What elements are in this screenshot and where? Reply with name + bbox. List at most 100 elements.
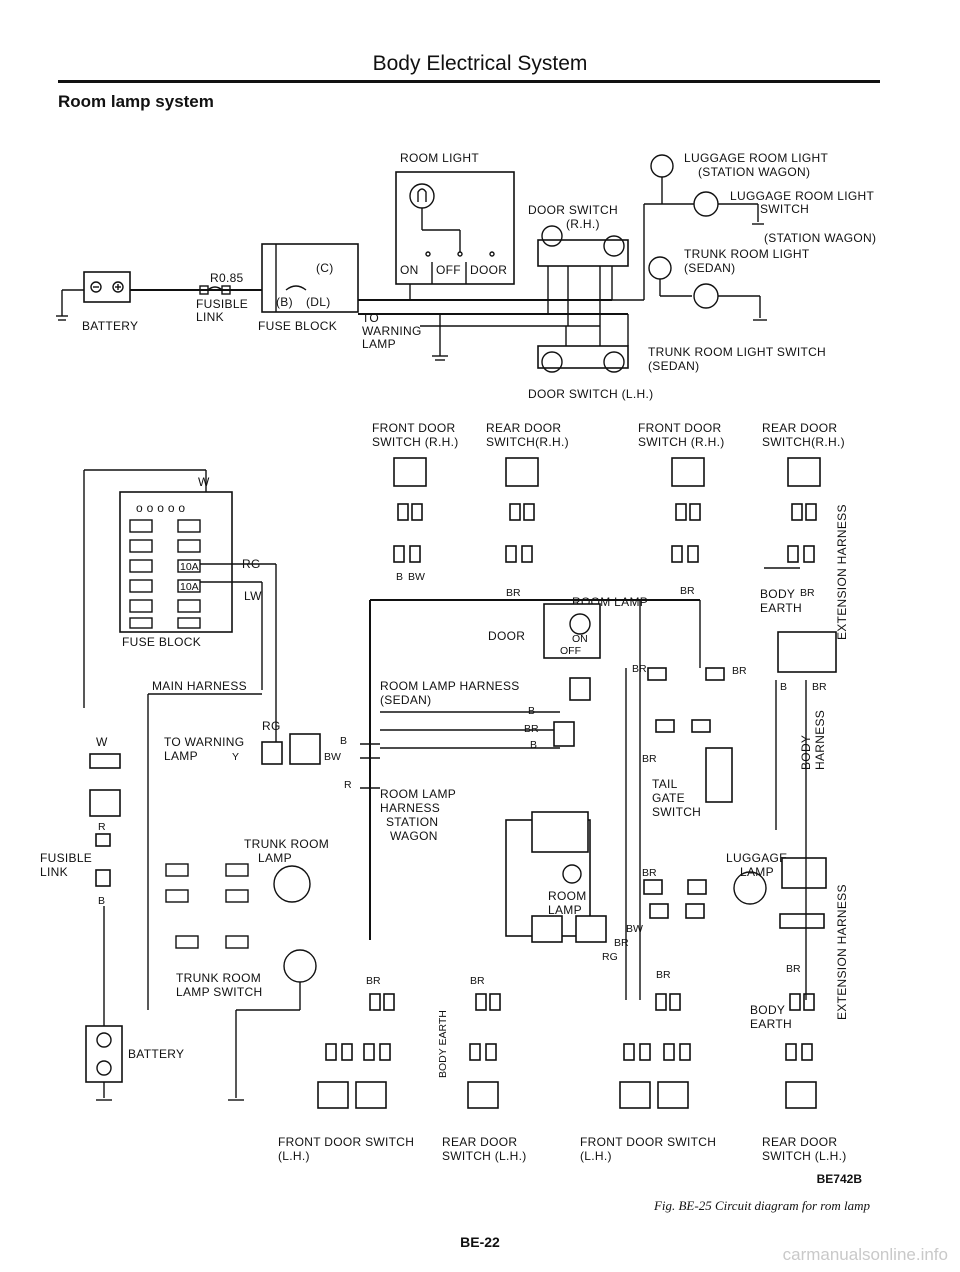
wire-y: Y [232, 751, 239, 763]
vert-code-1: RG [602, 951, 618, 963]
wagon-harness-2: HARNESS [380, 801, 440, 815]
fuse-10a-2: 10A [180, 581, 199, 593]
fuse-10a-1: 10A [180, 561, 199, 573]
door-switch-rh-label-2: (R.H.) [566, 217, 600, 231]
room-lamp-lower-2: LAMP [548, 903, 582, 917]
rear-door-lh-2-label-1: REAR DOOR [762, 1135, 837, 1149]
trunk-lamp-switch-2: LAMP SWITCH [176, 985, 262, 999]
switch-group-rh [393, 457, 821, 563]
trunk-light-symbol [648, 256, 672, 280]
wire-br-13: BR [786, 963, 801, 975]
vert-code-3: BW [626, 923, 643, 935]
trunk-lamp-switch-1: TRUNK ROOM [176, 971, 261, 985]
wire-b-6: B [780, 681, 787, 693]
fusible-link-label-2: LINK [196, 310, 224, 324]
front-door-lh-2-label-1: FRONT DOOR SWITCH [580, 1135, 716, 1149]
wire-br-6: BR [470, 975, 485, 987]
fuse-block-bottom-label: FUSE BLOCK [122, 635, 201, 649]
wire-b-2: B [528, 705, 535, 717]
rear-door-lh-1-label-2: SWITCH (L.H.) [442, 1149, 527, 1163]
fuse-block-top [261, 243, 359, 313]
rear-door-rh-2-label-1: REAR DOOR [762, 421, 837, 435]
battery-label: BATTERY [82, 319, 138, 333]
section-title: Room lamp system [58, 92, 214, 111]
warning-lamp-label-1: TO [362, 311, 379, 325]
vert-code-2: BR [614, 937, 629, 949]
room-lamp-on-pos: ON [572, 633, 588, 645]
wire-rg-2: RG [262, 719, 281, 733]
rear-door-rh-1-label-2: SWITCH(R.H.) [486, 435, 569, 449]
wire-br-9: BR [642, 753, 657, 765]
wire-br-5: BR [366, 975, 381, 987]
body-harness-2: HARNESS [813, 710, 827, 770]
battery-bottom-label: BATTERY [128, 1047, 184, 1061]
rear-door-rh-2-label-2: SWITCH(R.H.) [762, 435, 845, 449]
extension-harness-top: EXTENSION HARNESS [835, 504, 849, 640]
body-earth-2: EARTH [760, 601, 802, 615]
body-earth-1: BODY [760, 587, 795, 601]
door-switch-lh-connector [537, 345, 629, 369]
luggage-lamp-2: LAMP [740, 865, 774, 879]
front-door-lh-1-label-2: (L.H.) [278, 1149, 310, 1163]
wire-br-4: BR [524, 723, 539, 735]
wire-lw-1: LW [244, 589, 262, 603]
luggage-light-label-2: (STATION WAGON) [698, 165, 810, 179]
room-light-box [395, 171, 515, 285]
wire-r-2: R [98, 821, 106, 833]
tail-gate-2: GATE [652, 791, 685, 805]
rear-door-rh-1-label-1: REAR DOOR [486, 421, 561, 435]
wire-br-12: BR [656, 969, 671, 981]
tail-gate-1: TAIL [652, 777, 678, 791]
wire-b-1: B [396, 571, 403, 583]
wire-r: R [344, 779, 352, 791]
luggage-light-symbol [650, 154, 674, 178]
figure-caption: Fig. BE-25 Circuit diagram for rom lamp [653, 1198, 870, 1213]
warning-lamp-label-3: LAMP [362, 337, 396, 351]
to-warning-lamp-2: LAMP [164, 749, 198, 763]
room-lamp-door-pos: DOOR [488, 629, 525, 643]
fuse-cells [129, 519, 201, 629]
extension-harness-bottom: EXTENSION HARNESS [835, 884, 849, 1020]
to-warning-lamp-1: TO WARNING [164, 735, 244, 749]
luggage-switch-label-1: LUGGAGE ROOM LIGHT [730, 189, 874, 203]
room-lamp-symbol [543, 603, 601, 659]
wire-br-3: BR [800, 587, 815, 599]
trunk-room-lamp-1: TRUNK ROOM [244, 837, 329, 851]
luggage-switch-symbol [693, 191, 719, 217]
luggage-switch-label-2: SWITCH [760, 202, 809, 216]
trunk-switch-label-1: TRUNK ROOM LIGHT SWITCH [648, 345, 826, 359]
fusible-link-label-1: FUSIBLE [196, 297, 248, 311]
room-light-label: ROOM LIGHT [400, 151, 479, 165]
switch-off: OFF [436, 263, 461, 277]
wire-bw-2: BW [324, 751, 341, 763]
fusible-link-b-label-1: FUSIBLE [40, 851, 92, 865]
trunk-room-lamp-2: LAMP [258, 851, 292, 865]
rear-door-lh-1-label-1: REAR DOOR [442, 1135, 517, 1149]
fuse-c-label: (C) [316, 261, 334, 275]
page-header-title: Body Electrical System [372, 52, 588, 75]
trunk-light-label-1: TRUNK ROOM LIGHT [684, 247, 810, 261]
fuse-row-top: o o o o o [136, 501, 185, 515]
fuse-block-label: FUSE BLOCK [258, 319, 337, 333]
luggage-switch-label-3: (STATION WAGON) [764, 231, 876, 245]
wagon-harness-4: WAGON [390, 829, 438, 843]
body-earth-vertical: BODY EARTH [437, 1010, 449, 1078]
front-door-rh-2-label-1: FRONT DOOR [638, 421, 721, 435]
wire-bw-1: BW [408, 571, 425, 583]
fusible-link-b-label-2: LINK [40, 865, 68, 879]
luggage-light-label-1: LUGGAGE ROOM LIGHT [684, 151, 828, 165]
wire-br-1: BR [506, 587, 521, 599]
wagon-harness-1: ROOM LAMP [380, 787, 456, 801]
door-switch-lh-label: DOOR SWITCH (L.H.) [528, 387, 653, 401]
body-earth-3: BODY [750, 1003, 785, 1017]
room-lamp-harness-sedan-2: (SEDAN) [380, 693, 431, 707]
wire-br-10: BR [812, 681, 827, 693]
fusible-link-value: R0.85 [210, 271, 244, 285]
wire-w-2: W [96, 735, 108, 749]
door-switch-rh-label-1: DOOR SWITCH [528, 203, 618, 217]
rear-door-lh-2-label-2: SWITCH (L.H.) [762, 1149, 847, 1163]
battery-bottom-symbol [85, 1025, 123, 1083]
wire-br-2: BR [680, 585, 695, 597]
switch-door: DOOR [470, 263, 507, 277]
